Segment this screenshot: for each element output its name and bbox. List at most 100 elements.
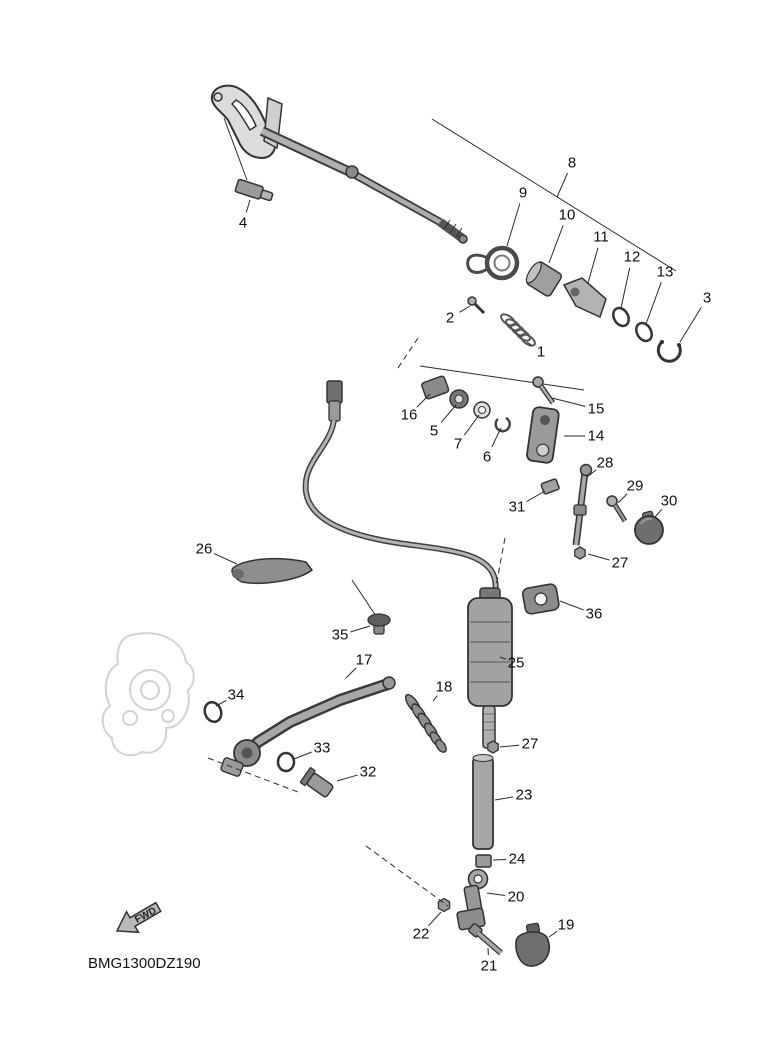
- part-6-clip: [494, 416, 511, 433]
- callout-29: 29: [627, 478, 644, 495]
- part-23-rod: [472, 754, 494, 850]
- callout-5: 5: [430, 423, 438, 440]
- callout-3: 3: [703, 290, 711, 307]
- shaft-spline-end: [437, 218, 465, 242]
- leader-line-19: [548, 930, 558, 938]
- leader-line-1: [526, 341, 533, 347]
- callout-4: 4: [239, 215, 247, 232]
- callout-7: 7: [454, 436, 462, 453]
- callout-32: 32: [360, 764, 377, 781]
- callout-16: 16: [401, 407, 418, 424]
- part-19-cap: [515, 922, 550, 967]
- part-3-circlip: [656, 340, 682, 363]
- leader-line-24: [492, 858, 507, 861]
- leader-line-13: [645, 282, 662, 325]
- fwd-arrow: FWD: [115, 901, 162, 934]
- part-4-joint: [234, 178, 274, 202]
- part-27-nut-upper: [574, 546, 586, 560]
- part-33-oring: [276, 751, 296, 773]
- leader-line-23: [494, 796, 514, 801]
- part-24-collar: [475, 854, 492, 868]
- callout-31: 31: [509, 499, 526, 516]
- leader-line-11: [587, 247, 599, 284]
- leader-line-22: [428, 911, 442, 927]
- leader-line-31: [526, 490, 546, 502]
- callout-8: 8: [568, 155, 576, 172]
- leader-line-6: [491, 427, 502, 448]
- leader-line-32: [336, 774, 358, 782]
- part-17-shift-pedal: [220, 676, 396, 777]
- part-11-lever: [562, 277, 607, 319]
- leader-line-28: [586, 469, 597, 478]
- callout-27: 27: [612, 555, 629, 572]
- callout-21: 21: [481, 958, 498, 975]
- leader-line-4: [245, 199, 251, 213]
- part-35-grommet: [351, 579, 391, 635]
- part-7-washer: [473, 401, 491, 419]
- leader-line-29: [617, 493, 628, 504]
- callout-22: 22: [413, 926, 430, 943]
- leader-line-2: [459, 305, 471, 313]
- part-27-nut-lower: [487, 740, 499, 754]
- leader-line-17: [345, 667, 357, 679]
- leader-line-5: [440, 404, 457, 423]
- part-20-joint: [456, 868, 489, 931]
- leader-line-15: [551, 397, 586, 407]
- callout-12: 12: [624, 249, 641, 266]
- leader-line-27: [499, 744, 520, 748]
- part-1-spring: [500, 313, 536, 347]
- callout-13: 13: [657, 264, 674, 281]
- leader-line-12: [620, 267, 631, 309]
- part-31-pin: [540, 478, 560, 495]
- callout-23: 23: [516, 787, 533, 804]
- callout-1: 1: [537, 344, 545, 361]
- part-9-torsion-spring: [466, 245, 520, 281]
- part-34-washer: [203, 700, 223, 724]
- leader-line-7: [464, 414, 480, 436]
- leader-line-26: [213, 553, 238, 565]
- part-28-link-rod: [572, 463, 593, 546]
- callout-33: 33: [314, 740, 331, 757]
- callout-27: 27: [522, 736, 539, 753]
- part-29-bolt: [606, 495, 628, 523]
- leader-line-34: [215, 699, 227, 707]
- fwd-label: FWD: [133, 905, 158, 925]
- part-10-collar: [525, 261, 562, 297]
- part-36-damper: [521, 583, 560, 615]
- part-5-washer: [449, 389, 469, 409]
- callout-25: 25: [508, 655, 525, 672]
- callout-24: 24: [509, 851, 526, 868]
- callouts: 4891011121332116576151428312930272636352…: [196, 155, 712, 975]
- leader-line-9: [506, 203, 521, 247]
- construction-lines: [207, 337, 506, 907]
- sensor-cable: [302, 380, 499, 602]
- leader-line-35: [350, 625, 371, 633]
- group-leader-line-2: [419, 365, 585, 391]
- leader-line-36: [559, 600, 584, 611]
- callout-19: 19: [558, 917, 575, 934]
- part-18-bellows: [404, 693, 447, 753]
- part-30-knob: [634, 510, 664, 545]
- shaft-hook-lever: [210, 84, 277, 160]
- part-21-bolt: [468, 923, 503, 956]
- leader-line-8: [556, 172, 569, 198]
- callout-14: 14: [588, 428, 605, 445]
- callout-15: 15: [588, 401, 605, 418]
- callout-30: 30: [661, 493, 678, 510]
- callout-20: 20: [508, 889, 525, 906]
- leader-line-30: [654, 508, 663, 518]
- part-2-screw: [467, 296, 486, 315]
- engine-case-ghost: [101, 632, 195, 757]
- part-25-actuator: [467, 587, 513, 749]
- part-12-washer: [612, 306, 630, 328]
- leader-line-18: [432, 695, 438, 702]
- diagram-code: BMG1300DZ190: [88, 955, 201, 972]
- callout-11: 11: [593, 229, 609, 246]
- part-32-bolt: [299, 767, 334, 798]
- callout-34: 34: [228, 687, 245, 704]
- part-13-washer: [635, 321, 653, 343]
- part-15-bolt: [532, 376, 556, 405]
- leader-line-10: [548, 225, 564, 264]
